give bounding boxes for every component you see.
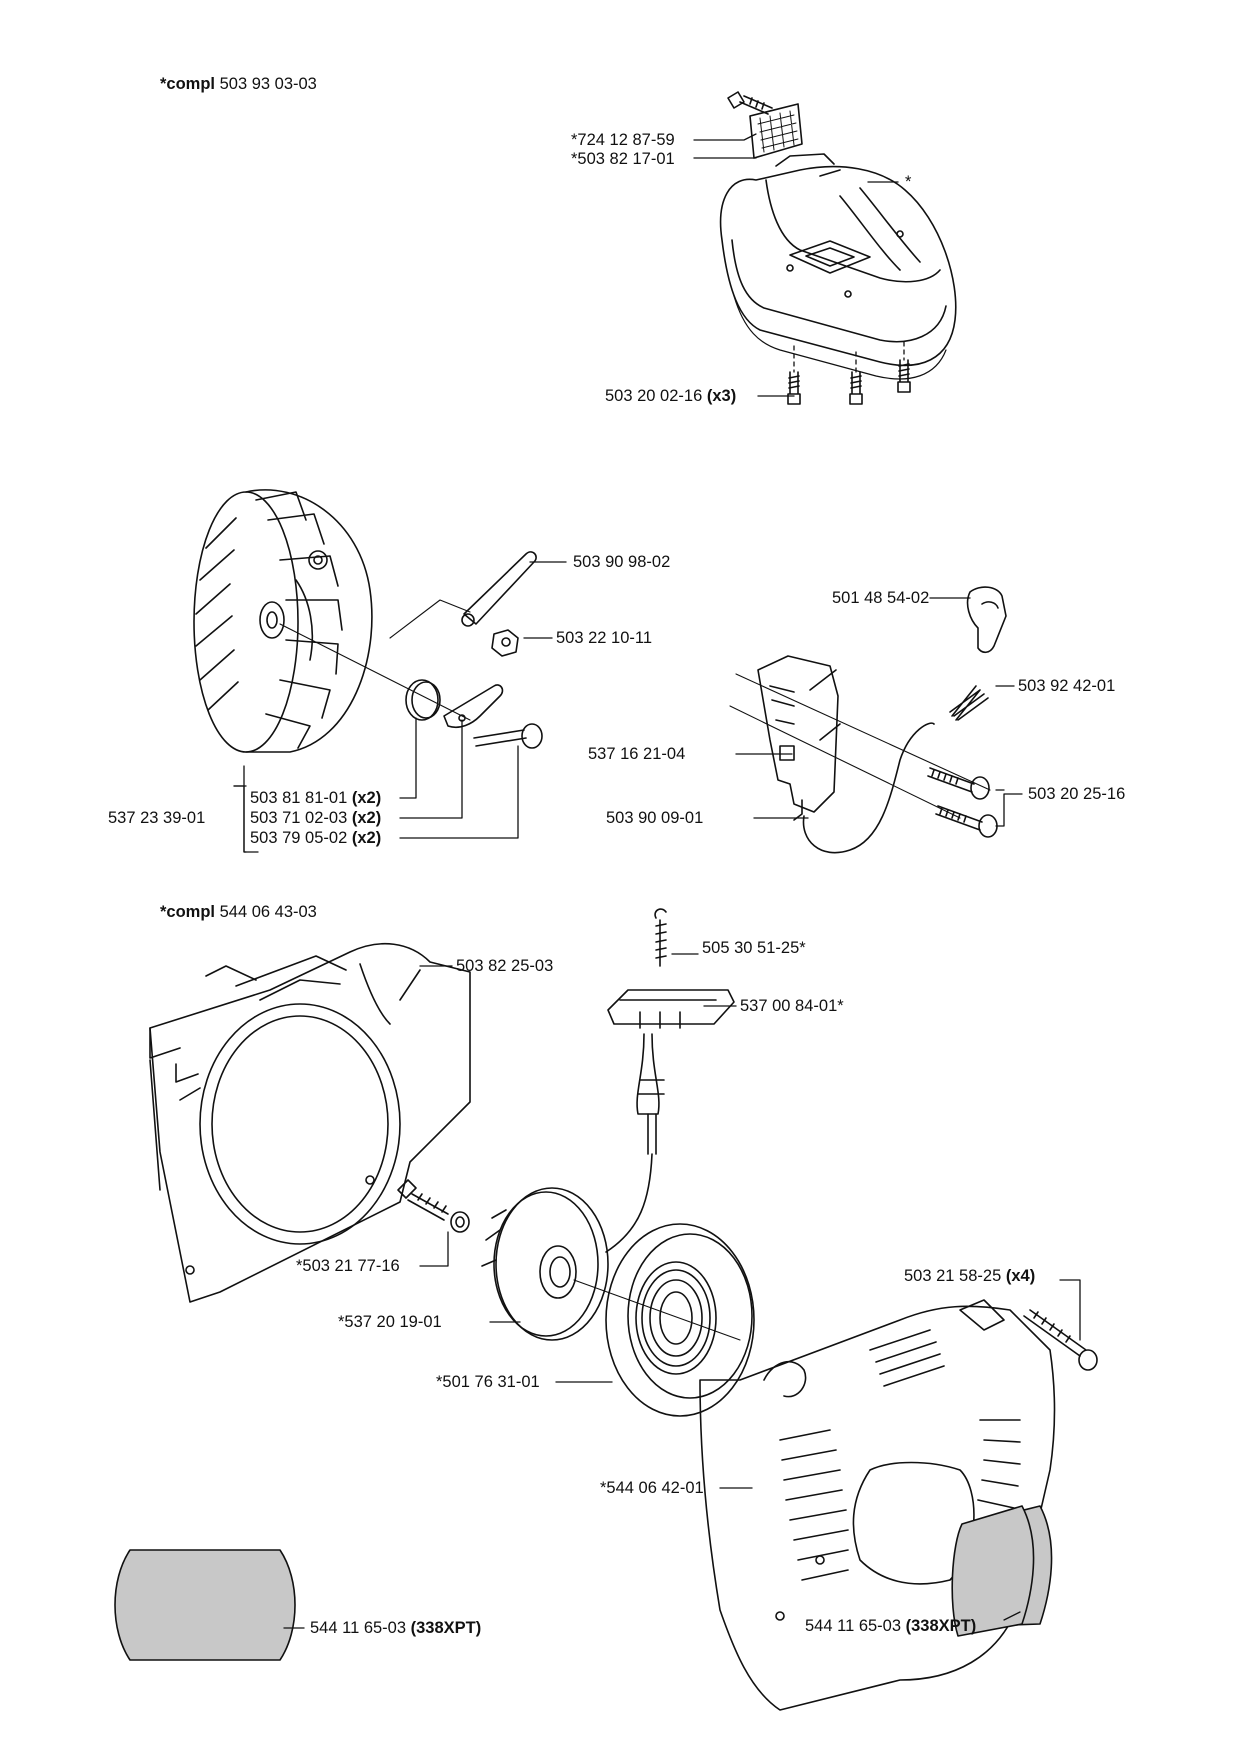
cover-assembly	[693, 91, 957, 405]
label-flywheel: 537 23 39-01	[108, 809, 206, 827]
label-decal-left: 544 11 65-03 (338XPT)	[310, 1618, 481, 1638]
label-center-screw: *503 21 77-16	[296, 1257, 400, 1275]
label-pin: 503 79 05-02 (x2)	[250, 828, 381, 848]
pawl-drawing	[443, 684, 504, 729]
label-spring: 503 81 81-01 (x2)	[250, 788, 381, 808]
compl-prefix: *compl	[160, 75, 216, 93]
quantity: (338XPT)	[410, 1619, 482, 1637]
ignition-module-drawing	[757, 655, 935, 854]
label-ignition: 537 16 21-04	[588, 745, 686, 763]
label-decal-right: 544 11 65-03 (338XPT)	[805, 1616, 976, 1636]
label-nut: 503 22 10-11	[556, 629, 653, 647]
cover-leaders	[693, 133, 905, 397]
part-number: 503 81 81-01	[250, 789, 348, 807]
lever-drawing	[461, 551, 537, 627]
recoil-spring-drawing	[605, 1223, 755, 1417]
label-decal: *503 82 17-01	[571, 150, 675, 168]
starter-screw-drawing	[1023, 1309, 1098, 1371]
flywheel-assembly	[193, 489, 567, 853]
part-number: 503 20 02-16	[605, 387, 703, 405]
label-lever: 503 90 98-02	[573, 553, 671, 571]
flywheel-drawing	[193, 489, 373, 753]
rope-handle-drawing	[605, 908, 735, 1253]
cover-drawing	[719, 153, 957, 380]
label-decal-screw: *724 12 87-59	[571, 131, 675, 149]
spring-ring-drawing	[405, 679, 441, 721]
label-handle: 537 00 84-01*	[740, 997, 844, 1015]
label-rope: 505 30 51-25*	[702, 939, 806, 957]
compl-label-starter: *compl 544 06 43-03	[160, 902, 317, 922]
compl-number: 503 93 03-03	[219, 75, 317, 93]
cover-screws-drawing	[787, 359, 911, 405]
quantity: (338XPT)	[905, 1617, 977, 1635]
part-number: 503 71 02-03	[250, 809, 348, 827]
label-pawl: 503 71 02-03 (x2)	[250, 808, 381, 828]
label-cover-star: *	[905, 173, 912, 191]
center-screw-drawing	[397, 1179, 470, 1233]
label-starter-housing: *544 06 42-01	[600, 1479, 704, 1497]
starter-assembly	[114, 908, 1098, 1711]
quantity: (x2)	[351, 789, 382, 807]
decal-drawing	[749, 103, 803, 159]
label-cap: 501 48 54-02	[832, 589, 930, 607]
part-number: 544 11 65-03	[805, 1617, 902, 1635]
ignition-assembly	[729, 586, 1023, 854]
ignition-leaders	[735, 597, 1023, 827]
decal-left-drawing	[114, 1549, 296, 1661]
compl-prefix: *compl	[160, 903, 216, 921]
starter-leaders	[283, 953, 1081, 1629]
compl-number: 544 06 43-03	[219, 903, 317, 921]
fan-housing-drawing	[149, 942, 471, 1303]
ignition-screws-drawing	[927, 767, 998, 838]
pulley-drawing	[481, 1187, 741, 1341]
part-number: 544 11 65-03	[310, 1619, 407, 1637]
quantity: (x4)	[1005, 1267, 1036, 1285]
cap-drawing	[966, 586, 1007, 654]
flywheel-axis	[279, 623, 471, 721]
decal-screw-drawing	[727, 91, 773, 115]
label-ignition-wire: 503 90 09-01	[606, 809, 704, 827]
quantity: (x2)	[351, 809, 382, 827]
part-number: 503 79 05-02	[250, 829, 348, 847]
label-fan-housing: 503 82 25-03	[456, 957, 554, 975]
nut-drawing	[491, 629, 519, 657]
label-recoil-spring: *501 76 31-01	[436, 1373, 540, 1391]
label-small-spring: 503 92 42-01	[1018, 677, 1116, 695]
quantity: (x3)	[706, 387, 737, 405]
part-number: 503 21 58-25	[904, 1267, 1002, 1285]
label-cover-screw: 503 20 02-16 (x3)	[605, 386, 736, 406]
small-spring-drawing	[949, 685, 989, 721]
pin-drawing	[473, 723, 543, 749]
label-starter-screw: 503 21 58-25 (x4)	[904, 1266, 1035, 1286]
label-pulley: *537 20 19-01	[338, 1313, 442, 1331]
flywheel-leaders	[233, 561, 567, 853]
starter-housing-drawing	[699, 1299, 1056, 1711]
compl-label-cover: *compl 503 93 03-03	[160, 74, 317, 94]
label-ignition-screw: 503 20 25-16	[1028, 785, 1126, 803]
quantity: (x2)	[351, 829, 382, 847]
